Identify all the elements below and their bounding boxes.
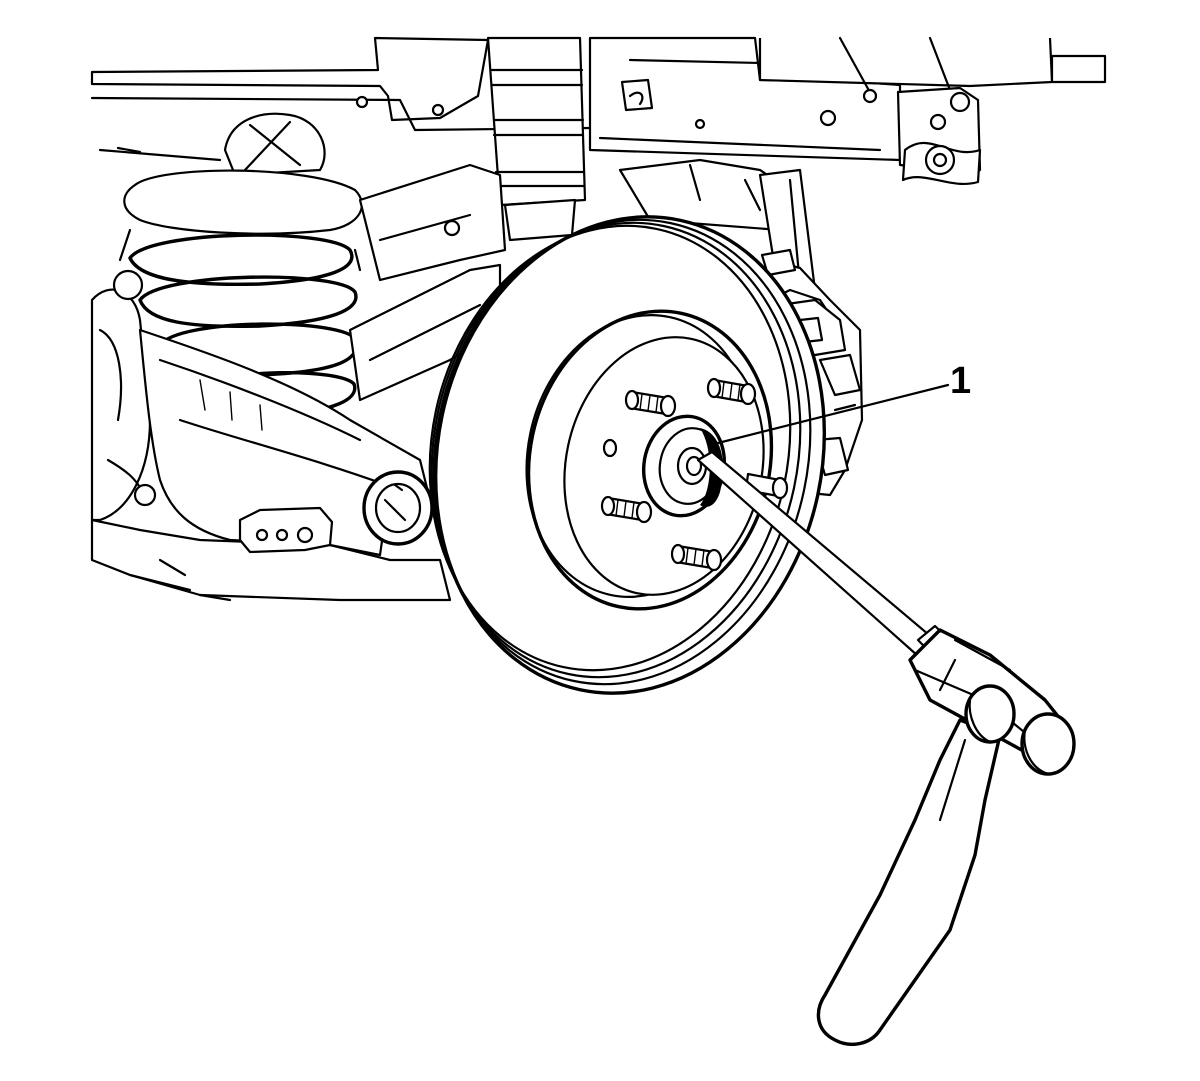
suspension-knuckle	[90, 269, 452, 602]
hammer	[816, 628, 1076, 1047]
wheel-stud	[600, 495, 653, 524]
callout-1: 1	[716, 360, 971, 445]
wheel-stud	[624, 389, 677, 418]
wheel-stud	[706, 377, 757, 406]
vehicle-frame	[90, 36, 1107, 242]
callout-leader-line	[716, 383, 950, 445]
wheel-stud	[670, 543, 723, 572]
callout-label: 1	[950, 360, 971, 402]
